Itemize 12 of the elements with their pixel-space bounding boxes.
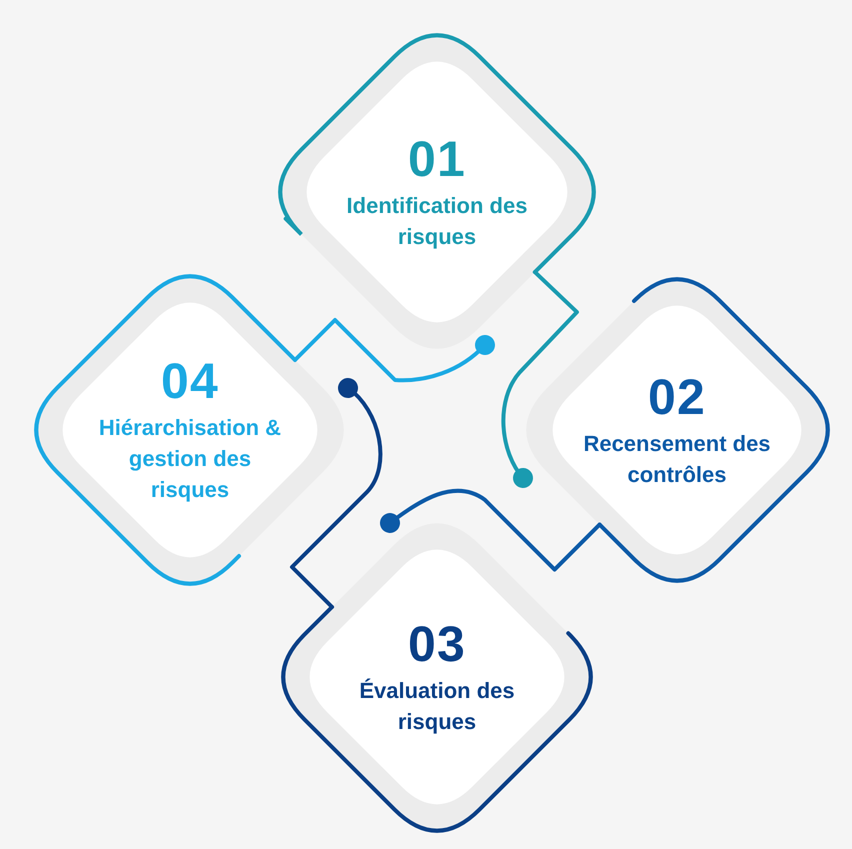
connector-line bbox=[501, 270, 579, 488]
connector-line bbox=[293, 318, 495, 382]
step-label: Recensement des contrôles bbox=[582, 430, 772, 488]
step-number: 01 bbox=[408, 132, 466, 187]
step-number: 04 bbox=[160, 354, 220, 410]
step-label: Identification des risques bbox=[346, 192, 528, 251]
step-number: 03 bbox=[408, 616, 466, 672]
connector-line bbox=[290, 378, 382, 609]
step-number: 02 bbox=[648, 370, 706, 425]
step-label: Évaluation des risques bbox=[358, 676, 516, 736]
connector-line bbox=[380, 488, 602, 572]
step-label: Hiérarchisation & gestion des risques bbox=[98, 414, 282, 504]
